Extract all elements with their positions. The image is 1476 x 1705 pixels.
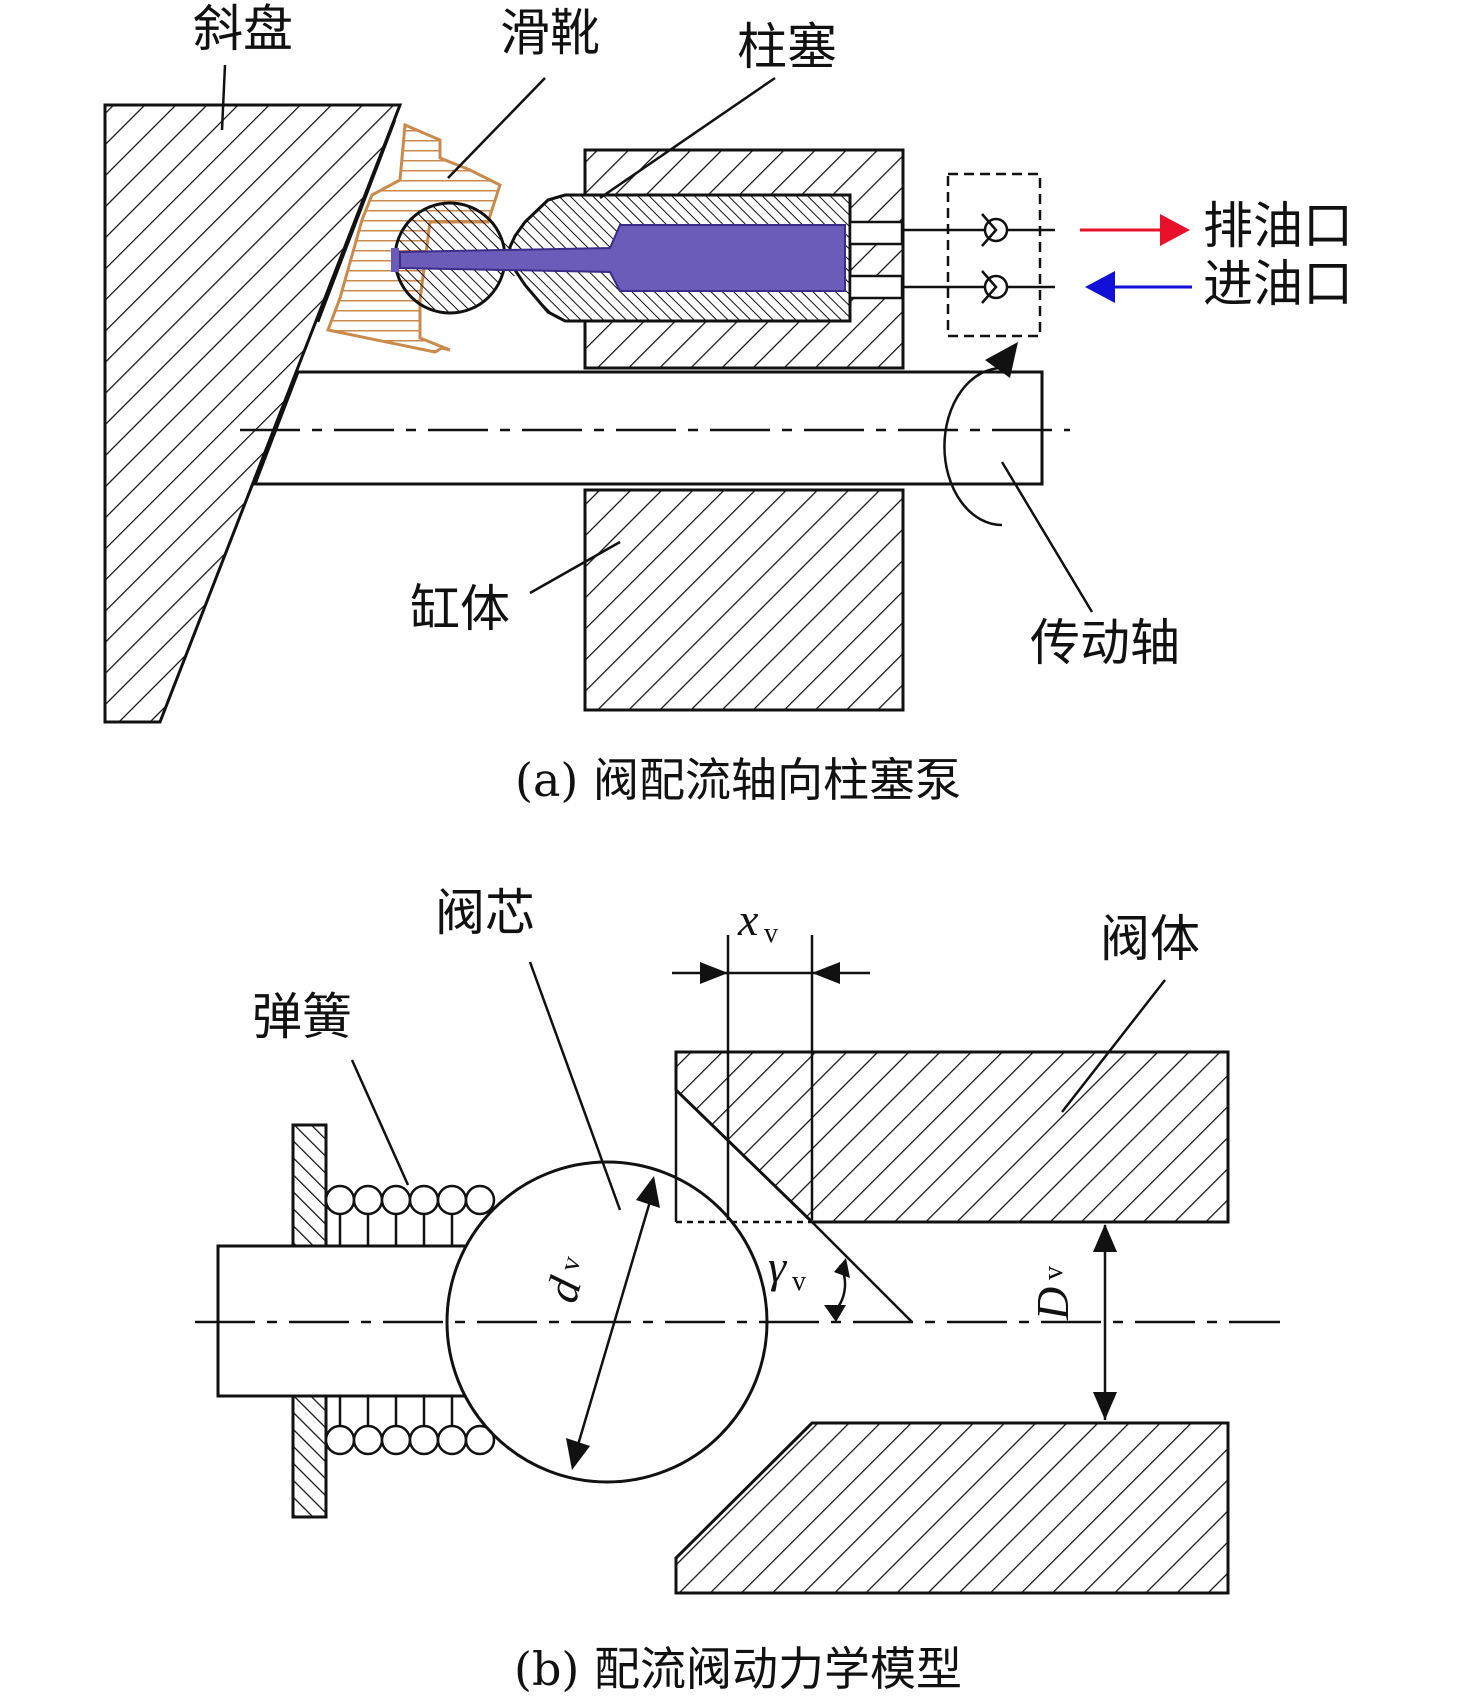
inlet-label: 进油口 bbox=[1203, 255, 1353, 313]
gamma-symbol: γ bbox=[768, 1241, 788, 1292]
gamma-subscript: v bbox=[792, 1266, 806, 1297]
rotation-arrow bbox=[943, 366, 1003, 527]
drive-shaft bbox=[252, 370, 1044, 486]
outlet-label: 排油口 bbox=[1203, 197, 1353, 255]
xv-dimension: x v bbox=[672, 894, 870, 1220]
panel-a: 斜盘 滑靴 柱塞 排油口 进油口 缸体 传动轴 (a) 阀配流轴向柱塞泵 bbox=[103, 0, 1353, 807]
swashplate bbox=[103, 103, 403, 724]
valve-body-label: 阀体 bbox=[1100, 910, 1200, 968]
check-valve-outlet bbox=[981, 213, 1009, 247]
valve-body-upper bbox=[674, 1050, 1230, 1224]
xv-subscript: v bbox=[764, 918, 778, 949]
spring-label: 弹簧 bbox=[252, 988, 352, 1046]
swashplate-label: 斜盘 bbox=[193, 0, 293, 58]
valve-body-lower bbox=[674, 1421, 1230, 1595]
Dv-symbol: D bbox=[1027, 1287, 1078, 1321]
dv-dimension: d v bbox=[536, 1176, 660, 1470]
caption-a: (a) 阀配流轴向柱塞泵 bbox=[515, 753, 961, 807]
plunger-label: 柱塞 bbox=[737, 18, 837, 76]
Dv-subscript: v bbox=[1038, 1266, 1069, 1280]
valve-core-label: 阀芯 bbox=[435, 884, 535, 942]
check-valve-box bbox=[946, 172, 1042, 338]
cylinder-label: 缸体 bbox=[410, 580, 510, 638]
slipper-label: 滑靴 bbox=[500, 4, 600, 62]
check-valve-inlet bbox=[981, 270, 1009, 304]
shaft-label: 传动轴 bbox=[1030, 614, 1180, 672]
xv-symbol: x bbox=[737, 894, 759, 945]
oil-channel bbox=[399, 224, 846, 292]
gamma-angle: γ v bbox=[768, 1241, 850, 1322]
caption-b: (b) 配流阀动力学模型 bbox=[514, 1642, 962, 1696]
spring-lower bbox=[324, 1396, 496, 1456]
plunger bbox=[391, 193, 852, 323]
spring-upper bbox=[324, 1184, 496, 1246]
cylinder-block-lower bbox=[583, 488, 905, 712]
Dv-dimension: D v bbox=[1027, 1224, 1117, 1420]
panel-b: x v d v γ v D v bbox=[195, 884, 1280, 1696]
